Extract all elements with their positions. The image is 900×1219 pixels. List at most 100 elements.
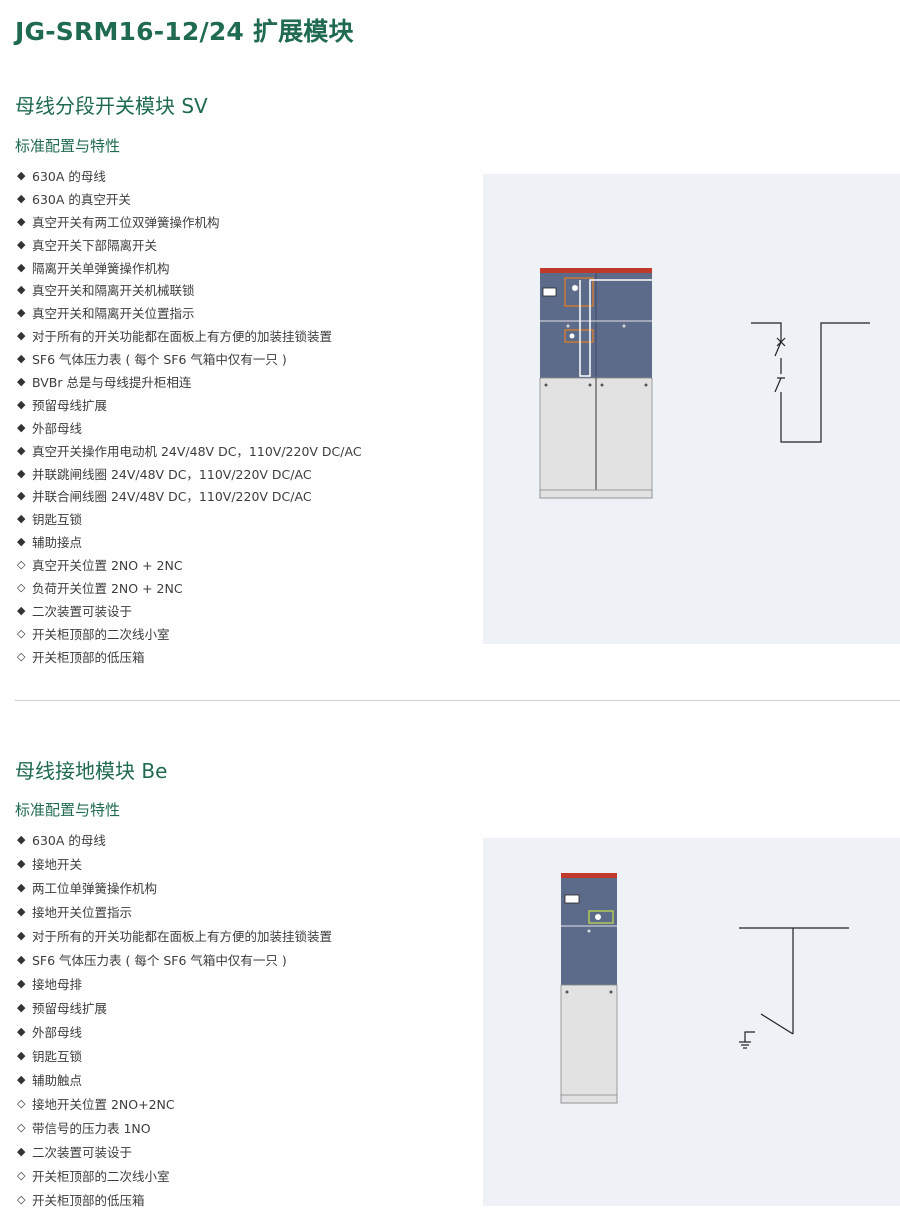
list-item: ◇带信号的压力表 1NO [17, 1115, 332, 1139]
list-bullet-icon: ◆ [17, 191, 26, 205]
list-item-text: 负荷开关位置 2NO + 2NC [32, 580, 183, 596]
cabinet-plinth [560, 1094, 618, 1104]
feature-list-be: ◆ 630A 的母线 ◆ 接地开关 ◆ 两工位单弹簧操作机构 ◆ 接地开关位置指示 ◆ 对于所有的… [17, 827, 332, 1211]
list-bullet-icon: ◇ [17, 649, 26, 663]
list-item: ◆ 外部母线 [17, 1019, 332, 1043]
list-item-text: 真空开关下部隔离开关 [32, 237, 158, 253]
list-item: ◇ 负荷开关位置 2NO + 2NC [17, 576, 362, 599]
list-item-text: 开关柜顶部的二次线小室 [32, 626, 170, 642]
figure-panel-be [483, 838, 900, 1206]
list-item-text: 预留母线扩展 [32, 397, 108, 413]
list-bullet-icon: ◇ [17, 580, 26, 594]
list-bullet-icon: ◆ [17, 832, 26, 846]
list-item: ◆隔离开关单弹簧操作机构 [17, 256, 362, 279]
list-bullet-icon: ◇ [17, 1192, 26, 1206]
list-item-text: 真空开关和隔离开关机械联锁 [32, 283, 195, 299]
section-title-be: 母线接地模块 Be [15, 759, 168, 783]
list-bullet-icon: ◇ [17, 1120, 26, 1134]
list-item-text: 真空开关操作用电动机 24V/48V DC，110V/220V DC/AC [32, 443, 362, 459]
disconnector-mimic [564, 329, 594, 343]
list-item: ◆ 630A 的母线 [17, 164, 362, 187]
list-item: ◆ 辅助接点 [17, 530, 362, 553]
list-item: ◆ 真空开关和隔离开关机械联锁 [17, 278, 362, 301]
list-item-text: SF6 气体压力表 ( 每个 SF6 气箱中仅有一只 ) [32, 952, 287, 968]
list-item: ◇接地开关位置 2NO+2NC [17, 1091, 332, 1115]
list-item: ◆BVBr 总是与母线提升柜相连 [17, 370, 362, 393]
list-bullet-icon: ◆ [17, 168, 26, 182]
list-item-text: 真空开关和隔离开关位置指示 [32, 306, 195, 322]
list-bullet-icon: ◆ [17, 512, 26, 526]
list-item-text: 对于所有的开关功能都在面板上有方便的加装挂锁装置 [32, 928, 333, 944]
list-bullet-icon: ◆ [17, 856, 26, 870]
list-item: ◆ 接地开关位置指示 [17, 899, 332, 923]
list-item: ◆ 并联跳闸线圈 24V/48V DC，110V/220V DC/AC [17, 462, 362, 485]
list-item: ◇ 开关柜顶部的低压箱 [17, 1187, 332, 1211]
list-bullet-icon: ◆ [17, 904, 26, 918]
list-item-text: 两工位单弹簧操作机构 [32, 880, 158, 896]
list-bullet-icon: ◆ [17, 489, 26, 503]
list-item-text: 外部母线 [32, 420, 83, 436]
list-bullet-icon: ◇ [17, 1168, 26, 1182]
cabinet-plinth [539, 489, 653, 499]
list-item: ◇开关柜顶部的二次线小室 [17, 1163, 332, 1187]
list-item-text: 630A 的母线 [32, 168, 106, 184]
list-item: ◆ SF6 气体压力表 ( 每个 SF6 气箱中仅有一只 ) [17, 347, 362, 370]
list-item-text: 外部母线 [32, 1024, 83, 1040]
list-bullet-icon: ◆ [17, 603, 26, 617]
list-item: ◆ 钥匙互锁 [17, 507, 362, 530]
list-item: ◇ 开关柜顶部的二次线小室 [17, 622, 362, 645]
list-bullet-icon: ◆ [17, 1144, 26, 1158]
list-item: ◆ 外部母线 [17, 416, 362, 439]
page-title: JG-SRM16-12/24 扩展模块 [15, 17, 354, 46]
list-item: ◆接地母排 [17, 971, 332, 995]
list-item-text: SF6 气体压力表 ( 每个 SF6 气箱中仅有一只 ) [32, 352, 287, 368]
list-item-text: 并联跳闸线圈 24V/48V DC，110V/220V DC/AC [32, 466, 312, 482]
list-item: ◆对于所有的开关功能都在面板上有方便的加装挂锁装置 [17, 324, 362, 347]
list-bullet-icon: ◆ [17, 466, 26, 480]
list-item: ◆630A 的真空开关 [17, 187, 362, 210]
subtitle-be: 标准配置与特性 [15, 801, 121, 819]
cabinet-lower-door [560, 984, 618, 1104]
list-item: ◆ 630A 的母线 [17, 827, 332, 851]
list-item-text: 钥匙互锁 [32, 512, 83, 528]
list-item: ◆SF6 气体压力表 ( 每个 SF6 气箱中仅有一只 ) [17, 947, 332, 971]
list-item: ◆真空开关操作用电动机 24V/48V DC，110V/220V DC/AC [17, 439, 362, 462]
list-item-text: 辅助触点 [32, 1072, 83, 1088]
list-item-text: 辅助接点 [32, 535, 83, 551]
list-item-text: 二次装置可装设于 [32, 603, 133, 619]
list-bullet-icon: ◆ [17, 352, 26, 366]
be-cabinet-drawing [560, 873, 618, 1104]
be-single-line-diagram [739, 927, 849, 1049]
list-bullet-icon: ◆ [17, 880, 26, 894]
list-bullet-icon: ◇ [17, 626, 26, 640]
list-item: ◆钥匙互锁 [17, 1043, 332, 1067]
list-item: ◆预留母线扩展 [17, 995, 332, 1019]
list-item-text: 隔离开关单弹簧操作机构 [32, 260, 170, 276]
list-bullet-icon: ◆ [17, 329, 26, 343]
list-item: ◆ 接地开关 [17, 851, 332, 875]
cabinet-top-red-strip [561, 873, 617, 878]
list-item-text: 真空开关有两工位双弹簧操作机构 [32, 214, 220, 230]
list-item-text: 接地开关位置指示 [32, 904, 133, 920]
list-bullet-icon: ◇ [17, 1096, 26, 1110]
list-bullet-icon: ◆ [17, 420, 26, 434]
list-item-text: 预留母线扩展 [32, 1000, 108, 1016]
list-item-text: 开关柜顶部的低压箱 [32, 1192, 145, 1208]
list-item-text: 630A 的母线 [32, 832, 106, 848]
list-item: ◆真空开关和隔离开关位置指示 [17, 301, 362, 324]
list-item: ◆ 辅助触点 [17, 1067, 332, 1091]
list-item-text: BVBr 总是与母线提升柜相连 [32, 374, 192, 390]
list-bullet-icon: ◆ [17, 1072, 26, 1086]
feature-list-sv: ◆630A 的母线◆630A 的真空开关◆真空开关有两工位双弹簧操作机构◆真空开… [17, 164, 362, 668]
list-item-text: 钥匙互锁 [32, 1048, 83, 1064]
list-bullet-icon: ◆ [17, 1024, 26, 1038]
list-item-text: 真空开关位置 2NO + 2NC [32, 558, 183, 574]
list-item: ◆二次装置可装设于 [17, 1139, 332, 1163]
list-item-text: 开关柜顶部的低压箱 [32, 649, 145, 665]
list-item-text: 接地开关 [32, 856, 83, 872]
list-bullet-icon: ◆ [17, 535, 26, 549]
list-item: ◆真空开关有两工位双弹簧操作机构 [17, 210, 362, 233]
figure-panel-sv [483, 174, 900, 644]
list-bullet-icon: ◆ [17, 283, 26, 297]
be-figure [560, 873, 849, 1104]
